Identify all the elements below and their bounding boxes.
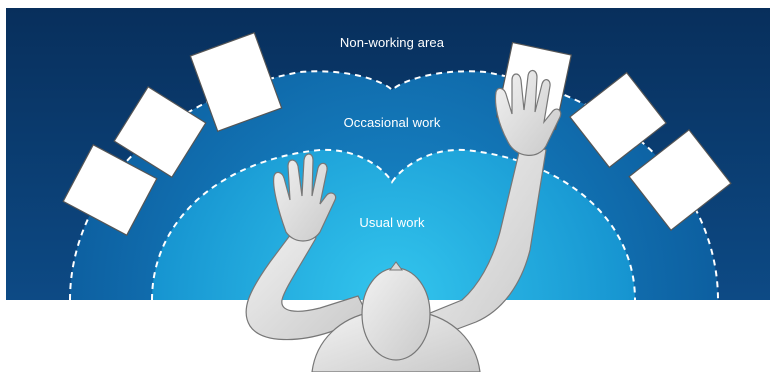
- head: [361, 267, 431, 361]
- hand-icon: [494, 69, 562, 156]
- paper-sheet-icon: [62, 144, 158, 236]
- nose: [389, 261, 403, 271]
- paper-sheet-icon: [113, 86, 207, 178]
- usual-zone-boundary: [151, 148, 636, 301]
- paper-sheet-icon: [189, 32, 283, 132]
- non-working-area-label: Non-working area: [339, 35, 445, 50]
- hand-icon: [273, 153, 337, 242]
- paper-sheet-icon: [628, 128, 732, 232]
- usual-work-label: Usual work: [359, 215, 425, 230]
- paper-sheet-icon: [569, 71, 667, 169]
- occasional-work-label: Occasional work: [343, 115, 441, 130]
- worker-figure-icon: [245, 69, 562, 373]
